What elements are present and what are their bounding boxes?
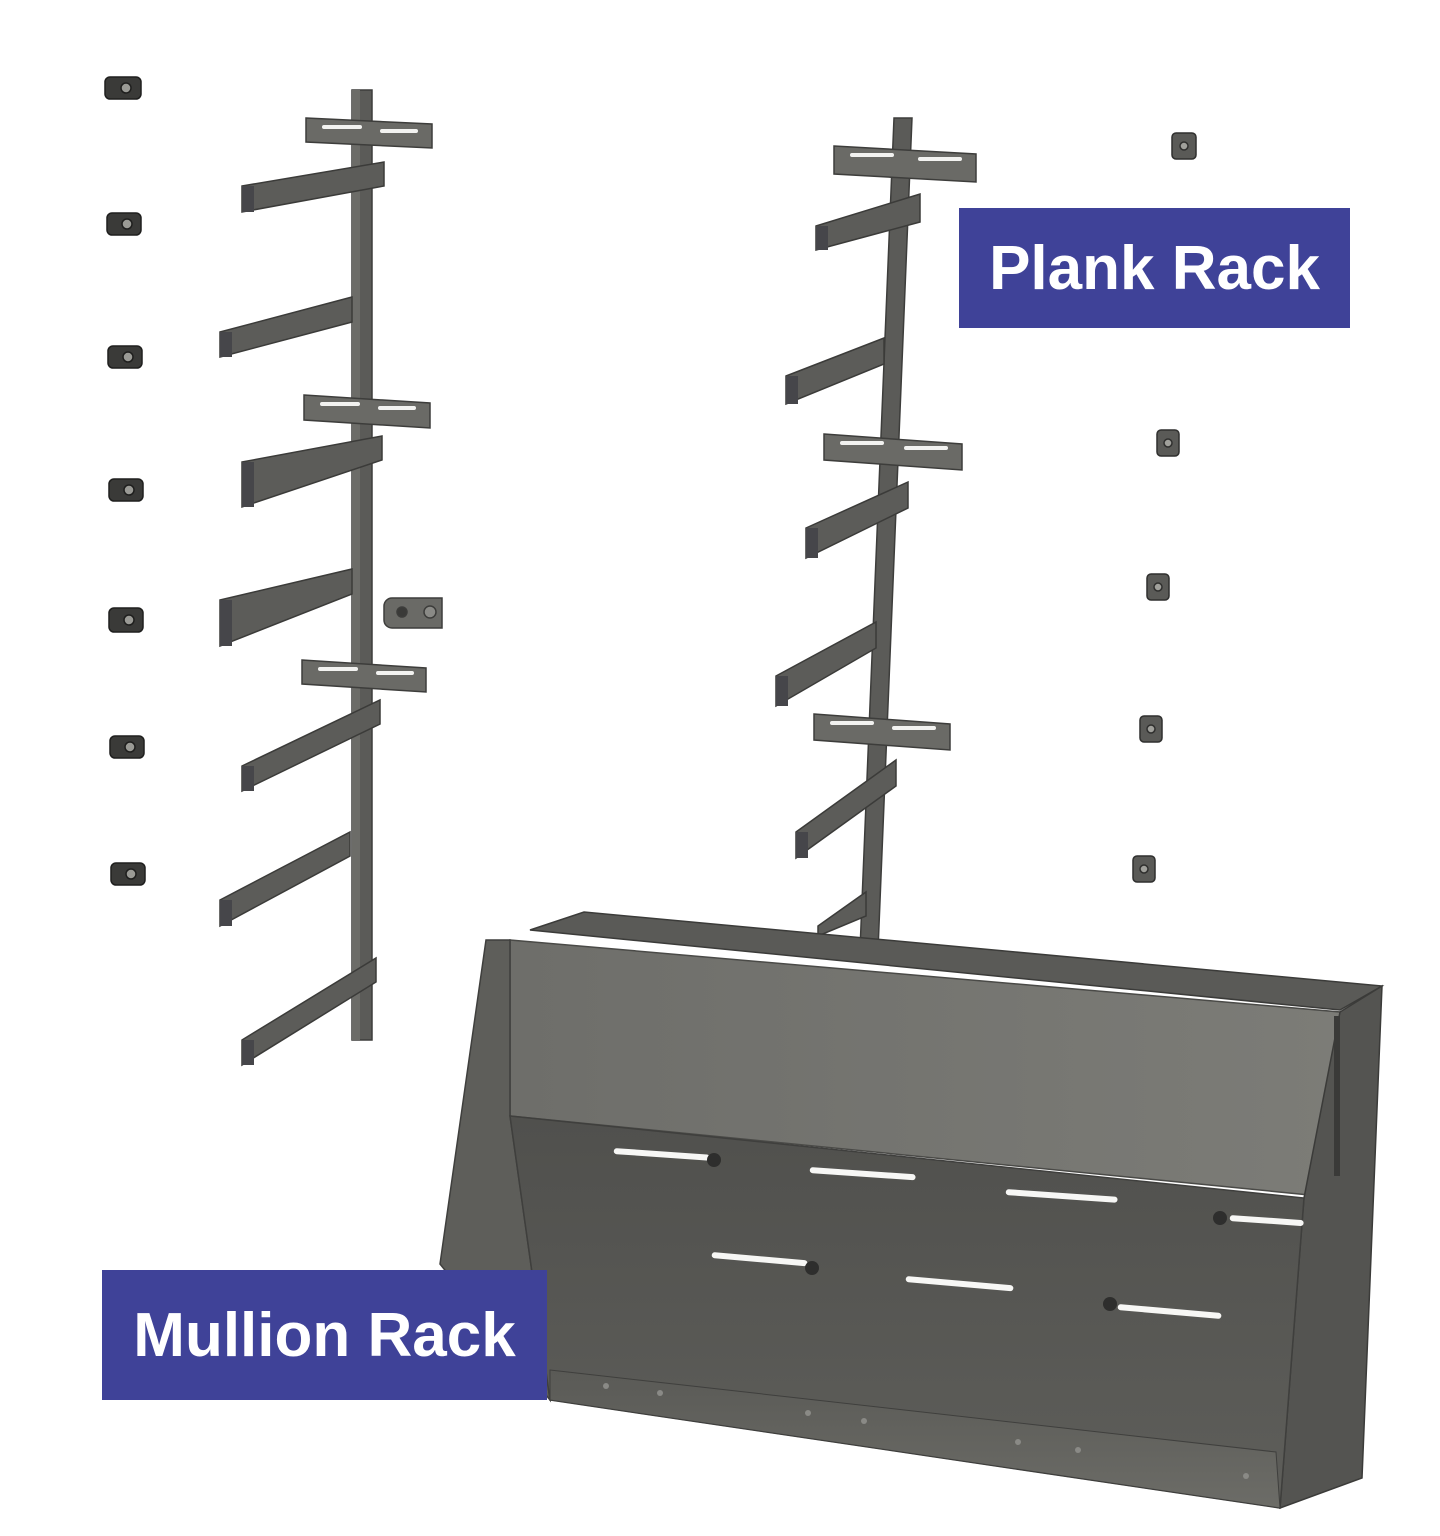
plank-rack-assembly <box>775 117 977 951</box>
bracket-3 <box>107 345 143 369</box>
rack-arm <box>219 161 385 1067</box>
bracket-4 <box>108 478 144 502</box>
bracket-7 <box>110 862 146 886</box>
plank-rack-label: Plank Rack <box>959 208 1350 328</box>
bracket-5 <box>108 607 144 633</box>
right-bracket-column <box>1132 132 1197 883</box>
tray-bolt <box>707 1153 1227 1311</box>
bracket-r2 <box>1156 429 1180 457</box>
bracket-2 <box>106 212 142 236</box>
bracket-r5 <box>1132 855 1156 883</box>
bracket-1 <box>104 76 142 100</box>
bracket-r1 <box>1171 132 1197 160</box>
storage-tray <box>439 911 1385 1510</box>
mullion-rack-assembly <box>219 89 443 1067</box>
bracket-r4 <box>1139 715 1163 743</box>
mounting-plate <box>813 145 977 751</box>
bracket-r3 <box>1146 573 1170 601</box>
left-bracket-column <box>104 76 146 886</box>
mullion-rack-label: Mullion Rack <box>102 1270 547 1400</box>
tray-slot <box>613 1148 1304 1319</box>
bracket-6 <box>109 735 145 759</box>
loose-bracket <box>383 597 443 629</box>
